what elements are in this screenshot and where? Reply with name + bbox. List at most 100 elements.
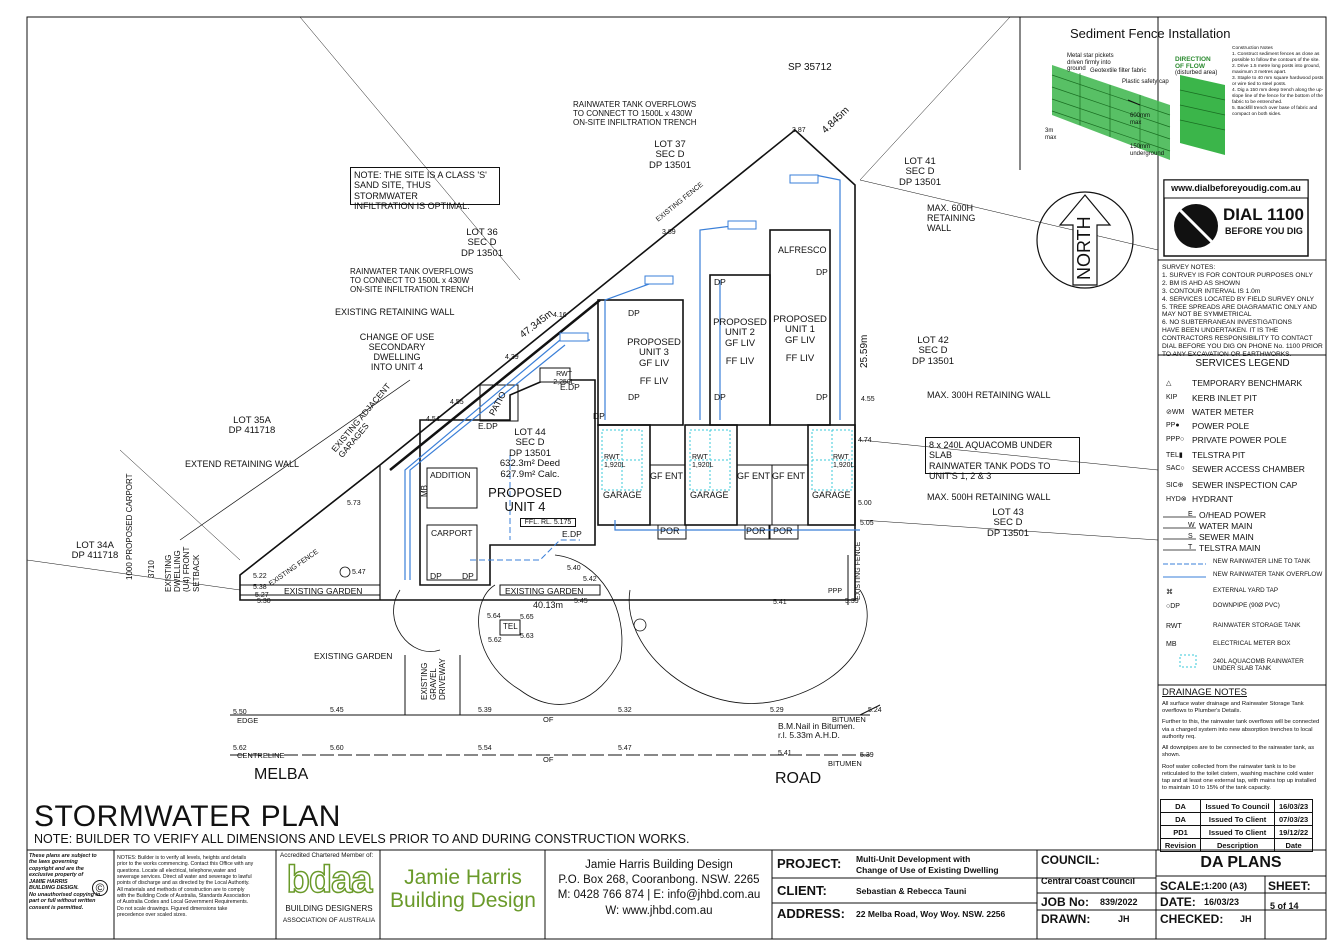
legend-symbol: △ bbox=[1166, 380, 1172, 387]
dp-label: DP bbox=[628, 308, 640, 318]
spot-level: 4.39 bbox=[505, 354, 519, 361]
spot-level: 5.47 bbox=[352, 569, 366, 576]
client-label: CLIENT: bbox=[777, 883, 827, 898]
da-plans-label: DA PLANS bbox=[1200, 854, 1282, 871]
legend-symbol: SIC⊕ bbox=[1166, 482, 1184, 489]
legend-symbol: PPP○ bbox=[1166, 436, 1185, 443]
unit2-garage-label: GARAGE bbox=[690, 490, 729, 500]
unit1-gf-ent-label: GF ENT bbox=[772, 471, 805, 481]
checked-label: CHECKED: bbox=[1160, 912, 1224, 926]
bitumen-label-1: BITUMEN bbox=[832, 715, 866, 724]
sediment-label-flow: DIRECTION OF FLOW bbox=[1175, 56, 1211, 71]
dim-2559: 25.59m bbox=[859, 334, 870, 368]
date-label: DATE: bbox=[1160, 895, 1196, 909]
spot-level: 5.63 bbox=[520, 633, 534, 640]
spot-level: 5.45 bbox=[330, 707, 344, 714]
legend-item: WATER MAIN bbox=[1199, 521, 1253, 531]
dial-subtitle: BEFORE YOU DIG bbox=[1225, 226, 1303, 236]
bdaa-subtitle-2: ASSOCIATION OF AUSTRALIA bbox=[282, 917, 376, 924]
legend-item: TEMPORARY BENCHMARK bbox=[1192, 378, 1303, 388]
drainage-notes-title: DRAINAGE NOTES bbox=[1162, 687, 1247, 698]
copyright-icon: © bbox=[92, 880, 108, 896]
edp-label: E.DP bbox=[478, 421, 498, 431]
legend-symbol: ⊘WM bbox=[1166, 409, 1185, 416]
legend-item: NEW RAINWATER TANK OVERFLOW bbox=[1213, 571, 1323, 578]
sediment-label-disturbed: (disturbed area) bbox=[1175, 70, 1218, 76]
spot-level: 4.55 bbox=[861, 396, 875, 403]
legend-symbol: ⌘ bbox=[1166, 589, 1173, 596]
sp-label: SP 35712 bbox=[788, 62, 832, 73]
builder-notes: NOTES: Builder is to verify all levels, … bbox=[117, 855, 254, 919]
services-legend-title: SERVICES LEGEND bbox=[1195, 358, 1290, 369]
carport-setback-label: 1000 PROPOSED CARPORT bbox=[125, 473, 134, 580]
bdaa-logo: bdaa bbox=[286, 858, 373, 901]
street-name-road: ROAD bbox=[775, 770, 822, 787]
edp-label: E.DP bbox=[560, 382, 580, 392]
spot-level: 5.38 bbox=[253, 584, 267, 591]
sediment-label-3m: 3m max bbox=[1045, 128, 1057, 141]
addition-label: ADDITION bbox=[430, 470, 471, 480]
plan-title: STORMWATER PLAN bbox=[34, 800, 341, 833]
spot-level: 5.47 bbox=[618, 745, 632, 752]
spot-level: 5.41 bbox=[773, 599, 787, 606]
legend-item: EXTERNAL YARD TAP bbox=[1213, 587, 1279, 594]
dim-4013: 40.13m bbox=[533, 600, 564, 610]
spot-level: 4.16 bbox=[553, 312, 567, 319]
dp-label: DP bbox=[816, 392, 828, 402]
legend-symbol: T bbox=[1188, 544, 1193, 551]
dp-label: DP bbox=[430, 571, 442, 581]
legend-item: SEWER MAIN bbox=[1199, 532, 1254, 542]
spot-level: 5.65 bbox=[520, 614, 534, 621]
spot-level: 5.27 bbox=[255, 592, 269, 599]
member-label: Accredited Chartered Member of: bbox=[280, 852, 374, 859]
spot-level: 5.62 bbox=[233, 745, 247, 752]
max300-label: MAX. 300H RETAINING WALL bbox=[927, 390, 1051, 400]
legend-item: KERB INLET PIT bbox=[1192, 393, 1258, 403]
brand-name-line1: Jamie Harris bbox=[404, 866, 522, 889]
spot-level: 5.62 bbox=[488, 637, 502, 644]
spot-level: 5.40 bbox=[567, 565, 581, 572]
legend-item: SEWER ACCESS CHAMBER bbox=[1192, 464, 1305, 474]
spot-level: 3.89 bbox=[662, 229, 676, 236]
spot-level: 5.32 bbox=[618, 707, 632, 714]
spot-level: 5.22 bbox=[253, 573, 267, 580]
edge-label: EDGE bbox=[237, 716, 259, 725]
dp-label: DP bbox=[593, 411, 605, 421]
legend-item: O/HEAD POWER bbox=[1199, 510, 1267, 520]
telstra-pit-label: TEL bbox=[503, 622, 518, 631]
dp-label: DP bbox=[462, 571, 474, 581]
council-label: COUNCIL: bbox=[1041, 853, 1100, 867]
por-label-2: POR bbox=[746, 526, 766, 536]
legend-item: TELSTRA PIT bbox=[1192, 450, 1246, 460]
survey-notes: SURVEY NOTES:1. SURVEY IS FOR CONTOUR PU… bbox=[1162, 264, 1323, 358]
legend-symbol: MB bbox=[1166, 641, 1177, 648]
por-label-3: POR bbox=[773, 526, 793, 536]
scale-label: SCALE: bbox=[1160, 879, 1205, 893]
spot-level: 5.05 bbox=[860, 520, 874, 527]
sediment-label-fabric: Geotextile filter fabric bbox=[1090, 68, 1147, 74]
project-label: PROJECT: bbox=[777, 856, 842, 871]
legend-item: PRIVATE POWER POLE bbox=[1192, 435, 1287, 445]
spot-level: 5.41 bbox=[778, 750, 792, 757]
site-class-note: NOTE: THE SITE IS A CLASS 'S'SAND SITE, … bbox=[350, 167, 500, 211]
dp-label: DP bbox=[714, 392, 726, 402]
existing-retaining-wall-label: EXISTING RETAINING WALL bbox=[335, 307, 455, 317]
unit2-gf-ent-label: GF ENT bbox=[737, 471, 770, 481]
legend-item: DOWNPIPE (90Ø PVC) bbox=[1213, 602, 1280, 609]
